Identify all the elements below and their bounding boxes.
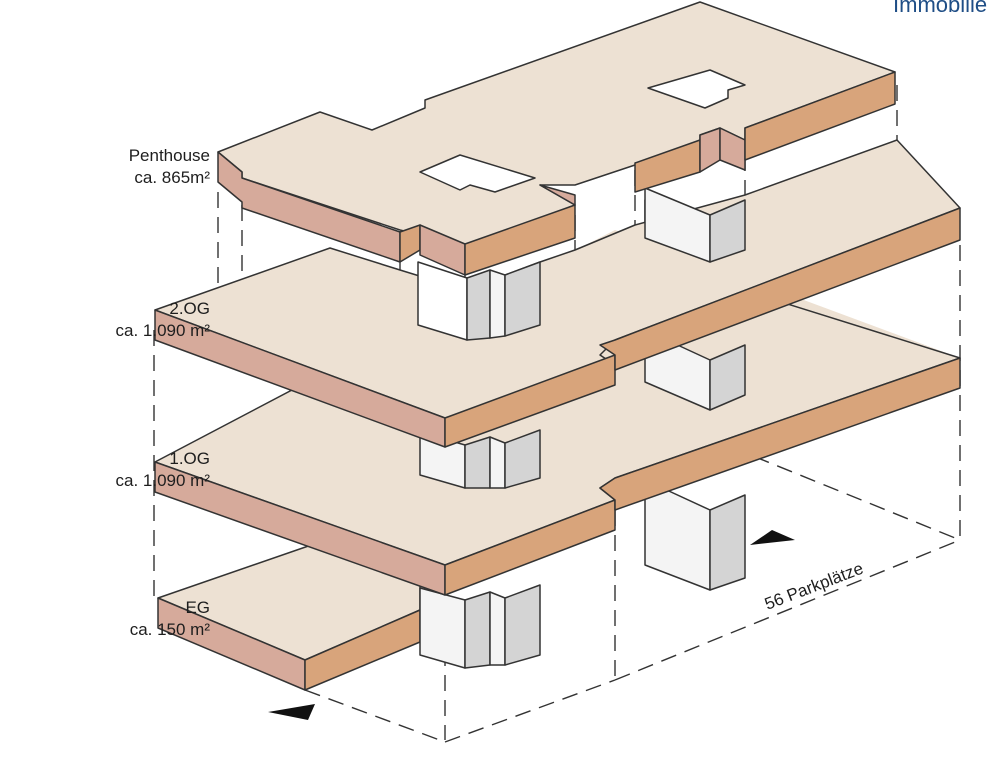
floor-name: 1.OG [169,449,210,468]
entrance-arrow-icon [750,530,795,545]
floor-name: 2.OG [169,299,210,318]
floor-label-2og: 2.OG ca. 1.090 m² [116,298,211,342]
floor-label-penthouse: Penthouse ca. 865m² [129,145,210,189]
columns-front-lower [419,584,541,669]
floor-name: EG [185,598,210,617]
floor-name: Penthouse [128,146,210,165]
floor-label-1og: 1.OG ca. 1.090 m² [116,448,211,492]
floor-area: ca. 1.090 m² [115,471,211,490]
entrance-arrow-icon [268,704,315,720]
columns-front-upper [417,187,746,341]
slab-penthouse [217,1,896,276]
floor-area: ca. 150 m² [129,620,210,639]
floor-area: ca. 865m² [134,168,210,187]
slab-eg [157,541,421,691]
floor-label-eg: EG ca. 150 m² [130,597,210,641]
slab-2og [154,139,961,448]
brand-logo-text: Immobilie [893,0,988,17]
floor-area: ca. 1.090 m² [115,321,211,340]
